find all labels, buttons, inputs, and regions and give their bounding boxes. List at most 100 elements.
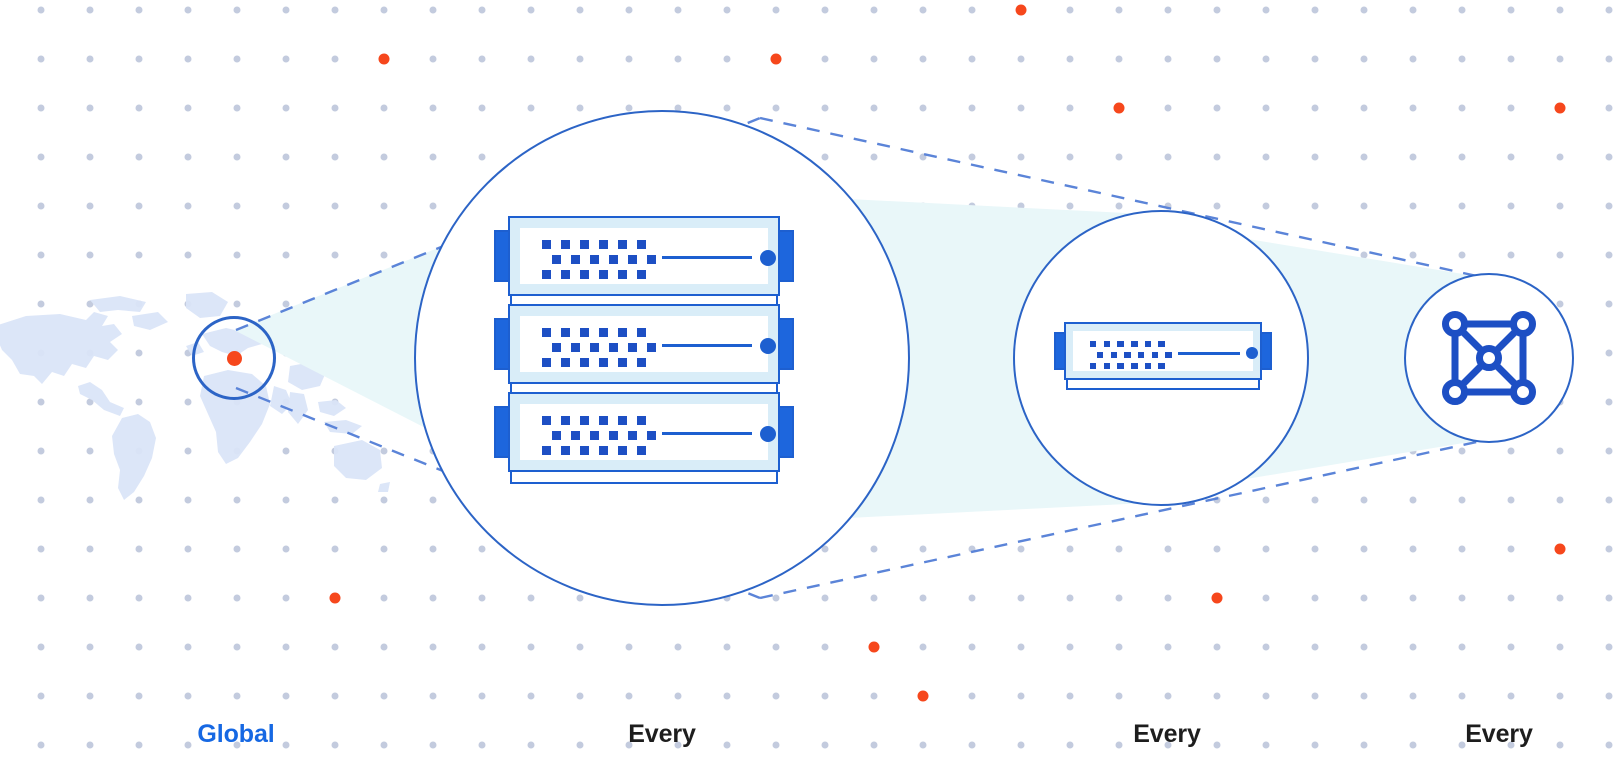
- grid-dot: [331, 545, 339, 553]
- grid-dot: [331, 55, 339, 63]
- grid-dot: [1164, 545, 1172, 553]
- grid-dot: [527, 692, 535, 700]
- grid-dot-accent: [1554, 543, 1566, 555]
- grid-dot: [919, 398, 927, 406]
- label-every-service-line1: Every: [1465, 719, 1533, 748]
- rack-unit-1: [494, 216, 794, 296]
- grid-dot: [282, 594, 290, 602]
- grid-dot: [1458, 643, 1466, 651]
- grid-dot: [1458, 104, 1466, 112]
- grid-dot-accent: [378, 53, 390, 65]
- grid-dot: [135, 545, 143, 553]
- grid-dot: [282, 6, 290, 14]
- grid-dot: [1360, 55, 1368, 63]
- grid-dot: [331, 6, 339, 14]
- grid-dot: [1017, 447, 1025, 455]
- grid-dot: [968, 643, 976, 651]
- grid-dot: [282, 643, 290, 651]
- grid-dot: [233, 643, 241, 651]
- grid-dot: [1017, 104, 1025, 112]
- grid-dot: [86, 55, 94, 63]
- server-led: [542, 270, 551, 279]
- grid-dot: [1311, 643, 1319, 651]
- server-led: [580, 446, 589, 455]
- grid-dot: [429, 104, 437, 112]
- grid-dot: [1409, 447, 1417, 455]
- label-every-server: Every server: [1057, 690, 1277, 782]
- grid-dot: [1360, 251, 1368, 259]
- server-led: [608, 343, 618, 352]
- grid-dot: [772, 104, 780, 112]
- grid-dot: [429, 496, 437, 504]
- grid-dot: [1605, 55, 1613, 63]
- grid-dot: [1360, 741, 1368, 749]
- server-led: [637, 416, 646, 425]
- grid-dot: [233, 594, 241, 602]
- grid-dot: [233, 104, 241, 112]
- grid-dot: [1115, 6, 1123, 14]
- server-status-line: [1178, 352, 1240, 355]
- grid-dot: [1556, 153, 1564, 161]
- server-led: [561, 416, 570, 425]
- grid-dot: [919, 104, 927, 112]
- grid-dot: [1311, 545, 1319, 553]
- grid-dot: [968, 349, 976, 357]
- grid-dot: [380, 692, 388, 700]
- grid-dot: [429, 202, 437, 210]
- grid-dot: [1213, 202, 1221, 210]
- grid-dot: [184, 643, 192, 651]
- grid-dot: [1409, 643, 1417, 651]
- server-led: [561, 240, 570, 249]
- grid-dot: [135, 643, 143, 651]
- rack-status-line-2: [662, 344, 752, 347]
- server-led: [561, 270, 570, 279]
- grid-dot: [1066, 55, 1074, 63]
- grid-dot: [968, 447, 976, 455]
- grid-dot: [184, 104, 192, 112]
- grid-dot: [1311, 104, 1319, 112]
- grid-dot: [919, 741, 927, 749]
- grid-dot: [1458, 545, 1466, 553]
- grid-dot: [1360, 300, 1368, 308]
- grid-dot: [1164, 594, 1172, 602]
- grid-dot: [1066, 104, 1074, 112]
- grid-dot: [1115, 202, 1123, 210]
- mesh-node-center: [1476, 345, 1502, 371]
- grid-dot: [184, 594, 192, 602]
- grid-dot: [870, 545, 878, 553]
- server-led: [542, 446, 551, 455]
- grid-dot: [282, 153, 290, 161]
- server-led: [627, 343, 637, 352]
- grid-dot: [1311, 398, 1319, 406]
- server-led: [580, 240, 589, 249]
- mesh-node-top-right: [1510, 311, 1536, 337]
- grid-dot: [1605, 153, 1613, 161]
- grid-dot: [968, 55, 976, 63]
- server-led: [570, 343, 580, 352]
- world-map: [0, 292, 390, 500]
- label-every-data-center-line2: data center: [542, 779, 782, 782]
- grid-dot: [184, 55, 192, 63]
- server-led: [618, 416, 627, 425]
- grid-dot: [86, 545, 94, 553]
- grid-dot: [1311, 496, 1319, 504]
- grid-dot: [821, 741, 829, 749]
- grid-dot: [233, 153, 241, 161]
- grid-dot: [1066, 496, 1074, 504]
- grid-dot: [870, 741, 878, 749]
- grid-dot: [1017, 692, 1025, 700]
- grid-dot: [1605, 496, 1613, 504]
- grid-dot: [282, 104, 290, 112]
- grid-dot: [331, 104, 339, 112]
- grid-dot: [1507, 594, 1515, 602]
- grid-dot: [37, 594, 45, 602]
- grid-dot: [1556, 6, 1564, 14]
- grid-dot: [968, 496, 976, 504]
- grid-dot: [821, 55, 829, 63]
- grid-dot: [1017, 545, 1025, 553]
- grid-dot: [1360, 6, 1368, 14]
- grid-dot: [331, 251, 339, 259]
- grid-dot: [380, 104, 388, 112]
- grid-dot: [1311, 153, 1319, 161]
- grid-dot: [576, 643, 584, 651]
